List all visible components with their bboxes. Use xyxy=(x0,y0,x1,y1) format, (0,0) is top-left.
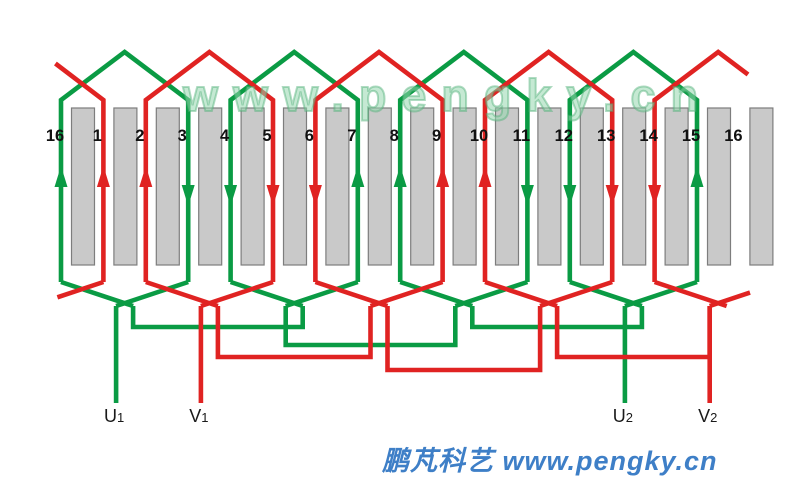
v-phase-coil xyxy=(313,49,445,282)
current-down-arrow xyxy=(648,185,662,206)
v-phase-coil-wrap-stub xyxy=(56,279,105,300)
stator-slot-bar xyxy=(70,107,96,266)
slot-number-label: 7 xyxy=(347,127,356,145)
u-phase-coil xyxy=(284,279,359,309)
v-phase-coil xyxy=(369,279,444,309)
slot-number-label: 3 xyxy=(178,127,187,145)
v-phase-coil xyxy=(482,49,615,282)
stator-slot-bar xyxy=(622,107,647,266)
current-up-arrow xyxy=(54,166,68,187)
slot-number-label: 4 xyxy=(220,127,230,145)
stator-slot-bar xyxy=(282,107,308,266)
stator-slot-bar xyxy=(452,107,477,266)
phase-jumper xyxy=(554,306,712,360)
stator-slot-bar xyxy=(113,107,138,266)
slot-number-label: 8 xyxy=(390,127,399,145)
u-phase-coil xyxy=(228,49,361,282)
u-phase-coil xyxy=(454,279,529,309)
slot-number-label: 16 xyxy=(724,127,742,145)
u-phase-coil xyxy=(115,279,189,309)
stator-slot-bar xyxy=(494,107,520,266)
stator-slot-bar xyxy=(537,107,562,266)
stator-slot-bar xyxy=(155,107,180,266)
stator-slot-bar xyxy=(410,107,435,266)
current-up-arrow xyxy=(690,166,704,187)
phase-jumper xyxy=(215,306,373,360)
current-up-arrow xyxy=(436,166,450,187)
current-down-arrow xyxy=(520,185,534,206)
stator-slot-bar xyxy=(579,107,604,266)
terminal-label-u2: U2 xyxy=(588,406,658,427)
v-phase-coil xyxy=(200,279,274,309)
slot-number-label: 2 xyxy=(135,127,144,145)
current-down-arrow xyxy=(563,185,577,206)
current-down-arrow xyxy=(308,185,322,206)
slot-number-label: 5 xyxy=(262,127,271,145)
u-phase-coil xyxy=(58,49,191,282)
bottom-watermark: 鹏芃科艺 www.pengky.cn xyxy=(382,446,718,476)
stator-slot-bar xyxy=(664,107,689,266)
slot-number-label: 11 xyxy=(513,127,530,145)
u-phase-coil xyxy=(397,49,530,282)
terminal-label-v2: V2 xyxy=(673,406,743,427)
v-phase-coil-wrap-left xyxy=(54,61,106,282)
current-up-arrow xyxy=(139,166,153,187)
u-phase-coil xyxy=(567,49,700,282)
current-up-arrow xyxy=(393,166,407,187)
terminal-subscript: 1 xyxy=(201,410,209,425)
terminal-subscript: 2 xyxy=(710,410,718,425)
phase-jumper xyxy=(385,306,543,373)
u-phase-coil xyxy=(624,279,698,309)
v-phase-coil-wrap-stub xyxy=(708,290,751,309)
slot-number-label: 9 xyxy=(432,127,441,145)
current-down-arrow xyxy=(266,185,280,206)
terminal-letter: U xyxy=(612,406,626,426)
terminal-label-v1: V1 xyxy=(164,406,234,427)
current-down-arrow xyxy=(181,185,195,206)
stator-slot-bar xyxy=(706,107,732,266)
slot-number-label: 10 xyxy=(470,127,488,145)
stator-slot-bar xyxy=(749,107,774,266)
stator-slot-bar xyxy=(240,107,265,266)
slot-number-label: 6 xyxy=(305,127,314,145)
terminal-subscript: 1 xyxy=(116,410,125,425)
stator-slot-bar xyxy=(367,107,392,266)
current-up-arrow xyxy=(96,166,110,187)
current-up-arrow xyxy=(351,166,365,187)
current-down-arrow xyxy=(224,185,238,206)
slot-number-label: 16 xyxy=(46,127,64,145)
terminal-subscript: 2 xyxy=(625,410,633,425)
v-phase-coil xyxy=(143,49,276,282)
terminal-letter: U xyxy=(103,406,117,426)
slot-number-label: 1 xyxy=(93,127,102,145)
slot-number-label: 15 xyxy=(682,127,700,145)
terminal-letter: V xyxy=(189,406,202,426)
slot-number-label: 13 xyxy=(597,127,615,145)
current-down-arrow xyxy=(605,185,619,206)
slot-number-label: 14 xyxy=(639,127,658,145)
terminal-letter: V xyxy=(698,406,711,426)
v-phase-coil xyxy=(539,279,613,309)
current-up-arrow xyxy=(478,166,492,187)
slot-number-label: 12 xyxy=(555,127,573,145)
stator-slot-bar xyxy=(325,107,350,266)
terminal-label-u1: U1 xyxy=(79,406,149,427)
stator-slot-bar xyxy=(198,107,223,266)
